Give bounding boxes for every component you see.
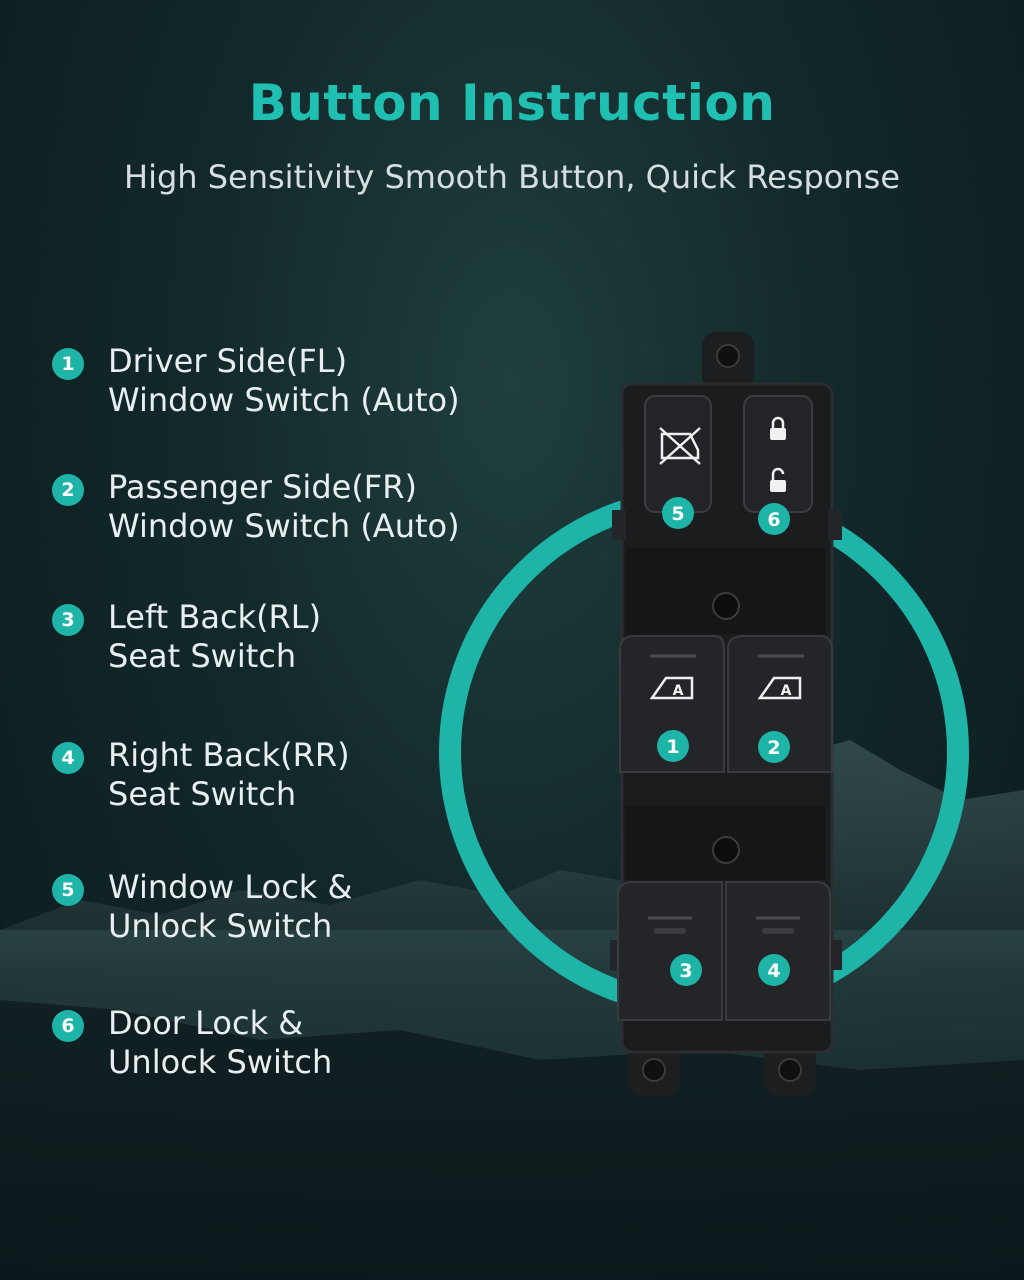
feature-line-2: Unlock Switch (108, 1043, 333, 1081)
number-badge: 1 (52, 348, 84, 380)
driver-window-switch[interactable] (619, 635, 725, 773)
window-lock-icon (659, 427, 701, 465)
auto-window-label: A (673, 683, 684, 699)
mounting-tab-top (702, 332, 754, 392)
feature-line-1: Driver Side(FL) (108, 342, 348, 380)
auto-window-label: A (781, 683, 792, 699)
feature-line-2: Unlock Switch (108, 907, 333, 945)
feature-line-1: Passenger Side(FR) (108, 468, 417, 506)
feature-line-1: Door Lock & (108, 1004, 304, 1042)
svg-text:3: 3 (679, 960, 692, 982)
svg-text:1: 1 (666, 736, 679, 758)
svg-text:2: 2 (767, 737, 780, 759)
svg-text:5: 5 (671, 503, 684, 525)
page-subtitle: High Sensitivity Smooth Button, Quick Re… (124, 158, 900, 196)
side-clip-left (612, 510, 626, 540)
svg-text:4: 4 (767, 960, 780, 982)
indicator-slot (654, 928, 686, 934)
feature-description: Window Lock & Unlock Switch (108, 868, 352, 946)
button-marker-6: 6 (758, 503, 790, 535)
feature-description: Right Back(RR) Seat Switch (108, 736, 350, 814)
feature-description: Left Back(RL) Seat Switch (108, 598, 321, 676)
feature-item-5: 5 Window Lock & Unlock Switch (52, 868, 522, 946)
page-title: Button Instruction (248, 74, 776, 132)
left-back-switch[interactable] (617, 881, 723, 1021)
feature-line-2: Seat Switch (108, 775, 297, 813)
door-lock-button[interactable] (743, 395, 813, 513)
indicator-slot (762, 928, 794, 934)
button-marker-4: 4 (758, 954, 790, 986)
button-marker-2: 2 (758, 731, 790, 763)
side-clip-right (828, 510, 842, 540)
screw-hole-lower (712, 836, 740, 864)
feature-item-3: 3 Left Back(RL) Seat Switch (52, 598, 522, 676)
feature-description: Driver Side(FL) Window Switch (Auto) (108, 342, 460, 420)
svg-text:6: 6 (767, 509, 780, 531)
side-clip-right-lower (828, 940, 842, 970)
window-lock-button[interactable] (644, 395, 712, 513)
button-marker-3: 3 (670, 954, 702, 986)
button-marker-5: 5 (662, 497, 694, 529)
mounting-tab-bottom-right (764, 1040, 816, 1096)
feature-line-2: Window Switch (Auto) (108, 381, 460, 419)
lock-open-icon (770, 467, 786, 492)
feature-line-2: Seat Switch (108, 637, 297, 675)
feature-description: Door Lock & Unlock Switch (108, 1004, 332, 1082)
number-badge: 2 (52, 474, 84, 506)
screw-hole-upper (712, 592, 740, 620)
number-badge: 6 (52, 1010, 84, 1042)
auto-window-icon (757, 676, 802, 700)
feature-description: Passenger Side(FR) Window Switch (Auto) (108, 468, 460, 546)
lock-closed-icon (770, 416, 786, 440)
feature-item-4: 4 Right Back(RR) Seat Switch (52, 736, 522, 814)
mounting-tab-bottom-left (628, 1040, 680, 1096)
feature-line-2: Window Switch (Auto) (108, 507, 460, 545)
button-marker-1: 1 (657, 730, 689, 762)
right-back-switch[interactable] (725, 881, 831, 1021)
auto-window-icon (649, 676, 694, 700)
feature-item-6: 6 Door Lock & Unlock Switch (52, 1004, 522, 1082)
feature-line-1: Window Lock & (108, 868, 353, 906)
passenger-window-switch[interactable] (727, 635, 833, 773)
number-badge: 4 (52, 742, 84, 774)
number-badge: 5 (52, 874, 84, 906)
number-badge: 3 (52, 604, 84, 636)
panel-divider-upper (626, 548, 826, 634)
feature-line-1: Right Back(RR) (108, 736, 350, 774)
feature-item-1: 1 Driver Side(FL) Window Switch (Auto) (52, 342, 522, 420)
feature-item-2: 2 Passenger Side(FR) Window Switch (Auto… (52, 468, 522, 546)
feature-line-1: Left Back(RL) (108, 598, 322, 636)
